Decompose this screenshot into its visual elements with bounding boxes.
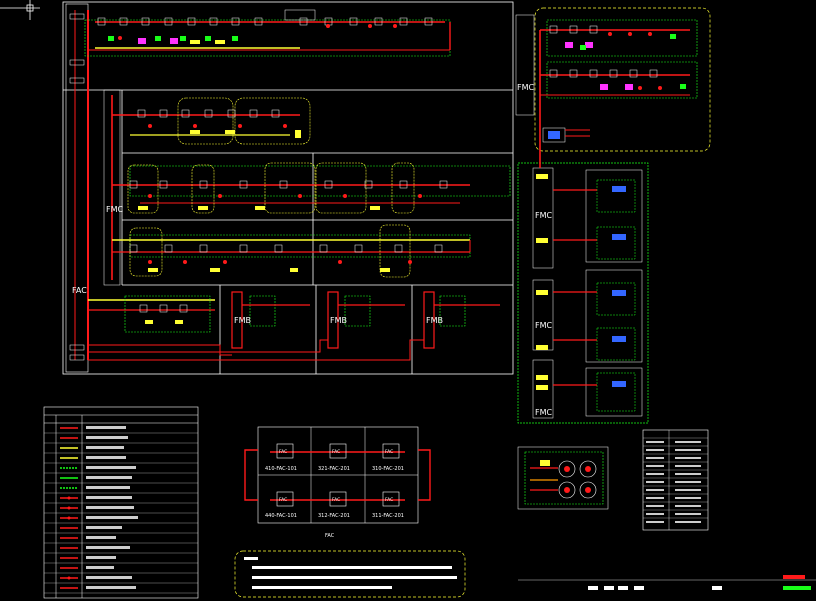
right-fmc-column: FMC FMC FMC — [517, 150, 649, 424]
notes-box — [234, 550, 466, 598]
row-4-loop — [112, 224, 471, 278]
fmc-top-right-label: FMC — [517, 83, 535, 92]
fmb-1-label: FMB — [234, 316, 251, 325]
svg-text:FAC: FAC — [279, 449, 287, 455]
fmc-right-3-label: FMC — [535, 408, 553, 417]
title-block — [518, 575, 816, 590]
origin-crosshair — [0, 0, 40, 20]
fac-panel-caption: FAC — [325, 533, 335, 539]
fac-cell-3: 310-FAC-201 — [372, 466, 404, 472]
fac-main-label: FAC — [72, 286, 87, 295]
top-row-loop — [84, 9, 451, 57]
row-2-loop — [112, 97, 311, 145]
right-top-block: FMC — [515, 7, 711, 152]
fac-panel: FAC FAC FAC FAC FAC FAC 410-FAC-101 321-FAC-… — [244, 426, 431, 539]
row-3-loop — [112, 162, 511, 214]
fac-cell-4: 440-FAC-101 — [265, 513, 297, 519]
right-table — [642, 429, 709, 531]
fmb-2-label: FMB — [330, 316, 347, 325]
svg-text:FAC: FAC — [385, 497, 393, 503]
svg-text:FAC: FAC — [385, 449, 393, 455]
fac-main-bus: FAC — [65, 3, 89, 373]
svg-text:FAC: FAC — [332, 497, 340, 503]
svg-text:FAC: FAC — [332, 449, 340, 455]
svg-text:FAC: FAC — [279, 497, 287, 503]
row-5-fmb: FMB FMB FMB — [88, 291, 500, 361]
fmb-3-label: FMB — [426, 316, 443, 325]
fac-cell-6: 311-FAC-201 — [372, 513, 404, 519]
fmc-left-block: FMC — [103, 89, 124, 286]
fmc-left-label: FMC — [106, 205, 124, 214]
fmc-right-2-label: FMC — [535, 321, 553, 330]
fac-cell-1: 410-FAC-101 — [265, 466, 297, 472]
fmc-right-1-label: FMC — [535, 211, 553, 220]
motor-block — [517, 446, 609, 510]
legend-table — [43, 406, 199, 599]
fac-cell-2: 321-FAC-201 — [318, 466, 350, 472]
fac-cell-5: 312-FAC-201 — [318, 513, 350, 519]
main-frame — [62, 1, 514, 375]
